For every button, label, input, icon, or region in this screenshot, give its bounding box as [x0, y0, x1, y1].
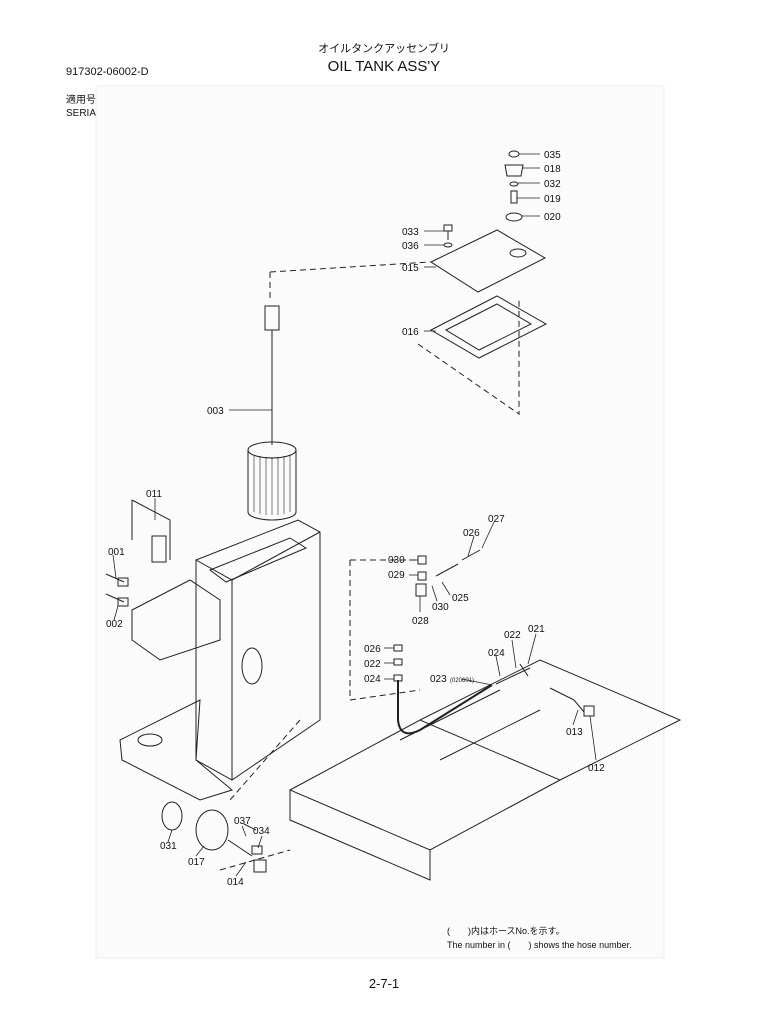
part-label: 023	[430, 674, 447, 685]
part-label: 001	[108, 547, 125, 558]
part-label: 018	[544, 164, 561, 175]
part-label: 036	[402, 241, 419, 252]
plug-019-shape	[510, 190, 518, 204]
hose-number-label: (020601)	[450, 678, 474, 684]
part-label: 017	[188, 857, 205, 868]
part-label: 030	[388, 555, 405, 566]
part-label: 033	[402, 227, 419, 238]
part-label: 014	[227, 877, 244, 888]
washer-032-shape	[509, 181, 519, 187]
part-label: 019	[544, 194, 561, 205]
part-label: 003	[207, 406, 224, 417]
oring-020-shape	[505, 212, 523, 222]
line-art	[105, 150, 682, 881]
part-label: 037	[234, 816, 251, 827]
part-label: 011	[146, 489, 162, 500]
part-label: 021	[528, 624, 545, 635]
part-label: 029	[388, 570, 405, 581]
page-number: 2-7-1	[368, 976, 400, 991]
leader-lines	[112, 153, 597, 877]
part-label: 013	[566, 727, 583, 738]
part-label: 002	[106, 619, 123, 630]
part-label: 016	[402, 327, 419, 338]
part-label: 034	[253, 826, 270, 837]
drawing-frame	[95, 85, 665, 959]
part-label: 026	[463, 528, 480, 539]
page-title: OIL TANK ASS'Y	[327, 58, 441, 75]
part-label: 022	[364, 659, 381, 670]
part-label: 026	[364, 644, 381, 655]
part-label: 012	[588, 763, 605, 774]
part-label: 028	[412, 616, 429, 627]
part-label: 022	[504, 630, 521, 641]
port-flange-shape	[241, 647, 263, 685]
part-labels: 035 018 032 019 020 033 036 015 016 003 …	[106, 150, 605, 888]
cover-015-shape	[429, 229, 547, 293]
note-line-en: The number in ( ) shows the hose number.	[447, 940, 632, 950]
part-label: 024	[488, 648, 505, 659]
part-label: 015	[402, 263, 419, 274]
hose-number-note: ( )内はホースNo.を示す。 The number in ( ) shows …	[447, 924, 632, 952]
part-label: 035	[544, 150, 561, 161]
plug-014-shape	[253, 859, 267, 873]
cap-018-shape	[504, 164, 524, 177]
note-line-jp: ( )内はホースNo.を示す。	[447, 926, 565, 936]
gasket-016-shape	[429, 295, 548, 359]
part-label: 032	[544, 179, 561, 190]
part-label: 025	[452, 593, 469, 604]
bracket-011-shape	[151, 535, 167, 563]
part-label: 020	[544, 212, 561, 223]
title-japanese: オイルタンクアッセンブリ	[318, 43, 450, 55]
part-label: 027	[488, 514, 505, 525]
document-number: 917302-06002-D	[66, 66, 149, 78]
part-label: 031	[160, 841, 177, 852]
cover-017-shape	[195, 809, 229, 851]
part-label: 024	[364, 674, 381, 685]
part-label: 030	[432, 602, 449, 613]
